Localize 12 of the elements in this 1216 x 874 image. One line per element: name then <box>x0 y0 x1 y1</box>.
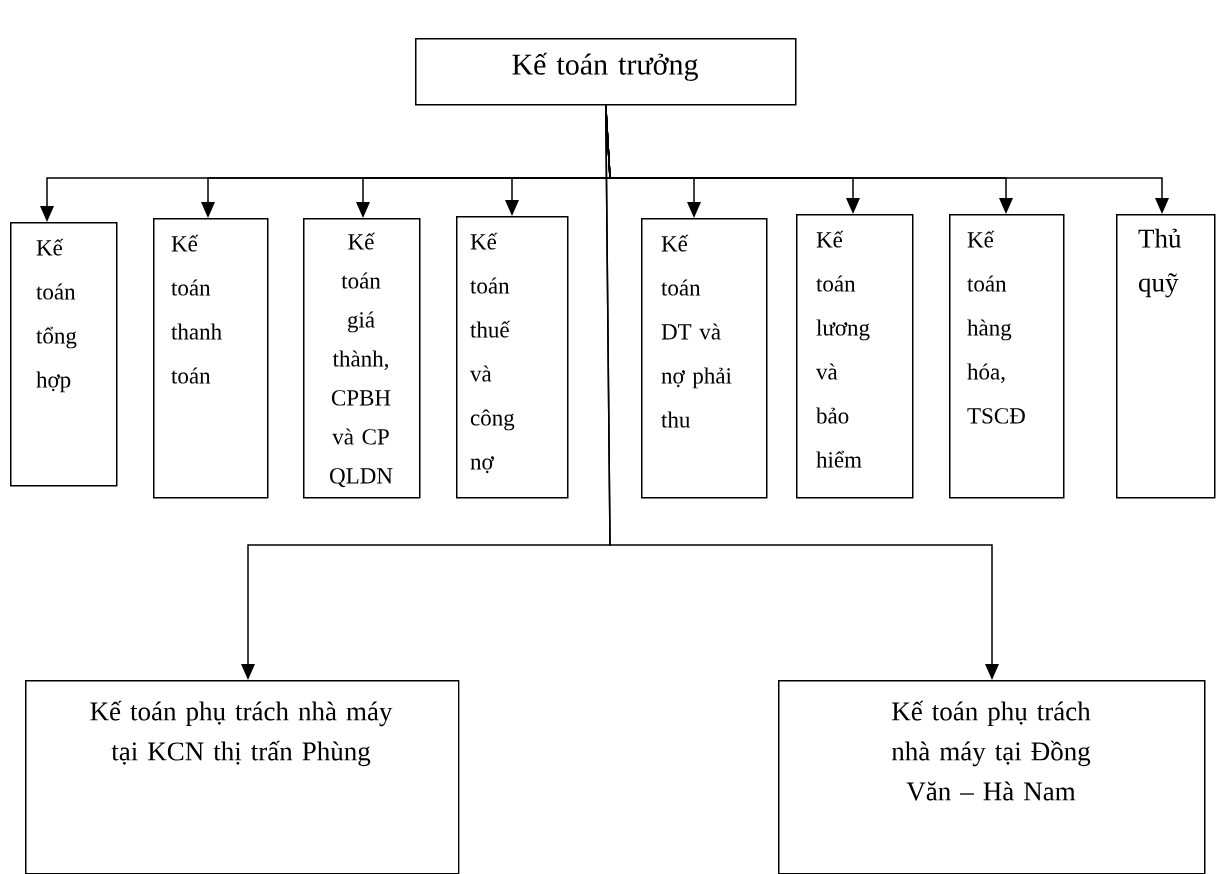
box: Thủ quỹ <box>1116 214 1216 499</box>
box: Kế toán thanh toán <box>153 218 269 499</box>
box: Kế toán lương và bảo hiểm <box>796 214 914 499</box>
box: Kế toán phụ trách nhà máy tại KCN thị trấn Phùng <box>25 680 460 874</box>
box: Kế toán hàng hóa, TSCĐ <box>949 214 1065 499</box>
box: Kế toán phụ trách nhà máy tại Đồng Văn – Hà Nam <box>778 680 1206 874</box>
arrow <box>605 104 999 680</box>
box: Kế toán thuế và công nợ <box>456 216 569 499</box>
box: Kế toán DT và nợ phải thu <box>641 218 768 499</box>
box: Kế toán trưởng <box>415 38 797 106</box>
box: Kế toán tổng hợp <box>10 222 118 487</box>
box: Kế toán giá thành, CPBH và CP QLDN <box>303 218 421 499</box>
